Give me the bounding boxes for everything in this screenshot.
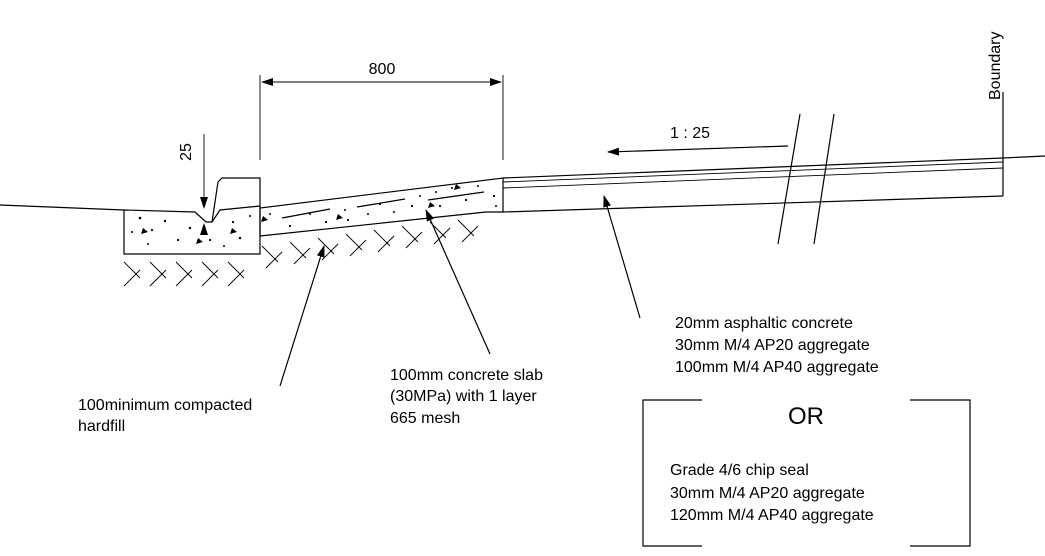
slope-arrow: [607, 145, 789, 156]
concrete-stipple: [131, 184, 497, 247]
slab-leader: [425, 209, 491, 355]
hardfill-label-line2: hardfill: [78, 418, 125, 435]
option-b-bracket: [642, 399, 971, 547]
width-dimension-label: 800: [369, 61, 396, 78]
slab-label-line1: 100mm concrete slab: [390, 367, 543, 384]
drop-dimension-label: 25: [178, 143, 195, 161]
boundary-label: Boundary: [987, 32, 1004, 101]
or-label: OR: [788, 403, 824, 430]
concrete-slab: [259, 177, 504, 237]
width-dimension: [259, 75, 504, 160]
slab-label-line3: 665 mesh: [390, 410, 460, 427]
option-a-line2: 30mm M/4 AP20 aggregate: [675, 337, 870, 354]
slab-label-line2: (30MPa) with 1 layer: [390, 388, 537, 405]
hardfill-leader: [279, 245, 325, 387]
option-b-line1: Grade 4/6 chip seal: [670, 462, 809, 479]
existing-ground-line: [0, 204, 125, 211]
option-a-line1: 20mm asphaltic concrete: [675, 315, 853, 332]
option-b-line3: 120mm M/4 AP40 aggregate: [670, 507, 874, 524]
hardfill-label-line1: 100minimum compacted: [78, 397, 252, 414]
slope-label: 1 : 25: [670, 125, 710, 142]
channel-nib: [211, 177, 261, 236]
pavement-leader: [603, 195, 641, 319]
ground-hatching: [123, 219, 479, 287]
option-a-line3: 100mm M/4 AP40 aggregate: [675, 359, 879, 376]
mesh-bars: [281, 191, 485, 219]
pavement-layers: [502, 92, 1045, 213]
option-b-line2: 30mm M/4 AP20 aggregate: [670, 485, 865, 502]
break-lines: [777, 113, 835, 245]
kerb-channel: [123, 205, 261, 255]
